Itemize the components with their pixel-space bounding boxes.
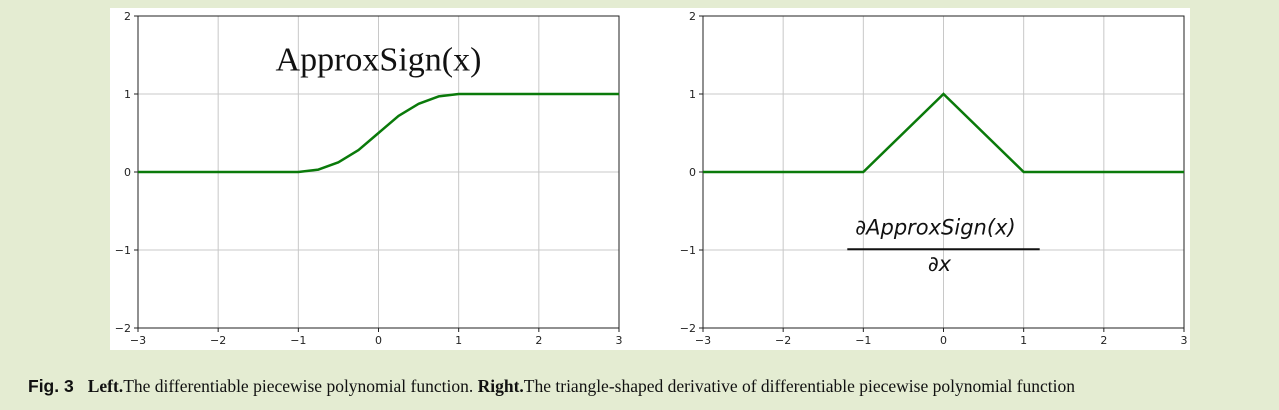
left-xtick-label: −2	[210, 334, 226, 347]
left-ytick-label: 1	[124, 88, 131, 101]
left-ytick-label: −2	[115, 322, 131, 335]
right-series-line	[703, 92, 1184, 174]
figure-label: Fig. 3	[28, 376, 74, 396]
right-annotation-denominator: ∂x	[928, 252, 952, 276]
right-xtick-label: −1	[855, 334, 871, 347]
right-xtick-label: 0	[940, 334, 947, 347]
right-ytick-label: −2	[680, 322, 696, 335]
left-ytick-label: 2	[124, 10, 131, 23]
caption-right-text: The triangle-shaped derivative of differ…	[523, 376, 1076, 396]
left-xtick-label: −3	[130, 334, 146, 347]
left-xtick-label: 2	[535, 334, 542, 347]
right-ytick-label: 1	[689, 88, 696, 101]
left-xtick-label: 0	[375, 334, 382, 347]
left-series-line	[138, 92, 619, 174]
right-xtick-label: 3	[1181, 334, 1188, 347]
right-annotation-numerator: ∂ApproxSign(x)	[855, 215, 1015, 239]
left-annotation: ApproxSign(x)	[276, 42, 482, 79]
left-xtick-label: −1	[290, 334, 306, 347]
figure-caption: Fig. 3 Left.The differentiable piecewise …	[28, 376, 1075, 397]
caption-left-bold: Left.	[87, 376, 124, 396]
left-xtick-label: 3	[616, 334, 623, 347]
caption-left-text: The differentiable piecewise polynomial …	[123, 376, 474, 396]
caption-right-bold: Right.	[477, 376, 524, 396]
right-ytick-label: 2	[689, 10, 696, 23]
right-xtick-label: −2	[775, 334, 791, 347]
right-xtick-label: −3	[695, 334, 711, 347]
left-ytick-label: −1	[115, 244, 131, 257]
right-ytick-label: 0	[689, 166, 696, 179]
right-xtick-label: 1	[1020, 334, 1027, 347]
left-ytick-label: 0	[124, 166, 131, 179]
right-ytick-label: −1	[680, 244, 696, 257]
right-xtick-label: 2	[1100, 334, 1107, 347]
left-xtick-label: 1	[455, 334, 462, 347]
